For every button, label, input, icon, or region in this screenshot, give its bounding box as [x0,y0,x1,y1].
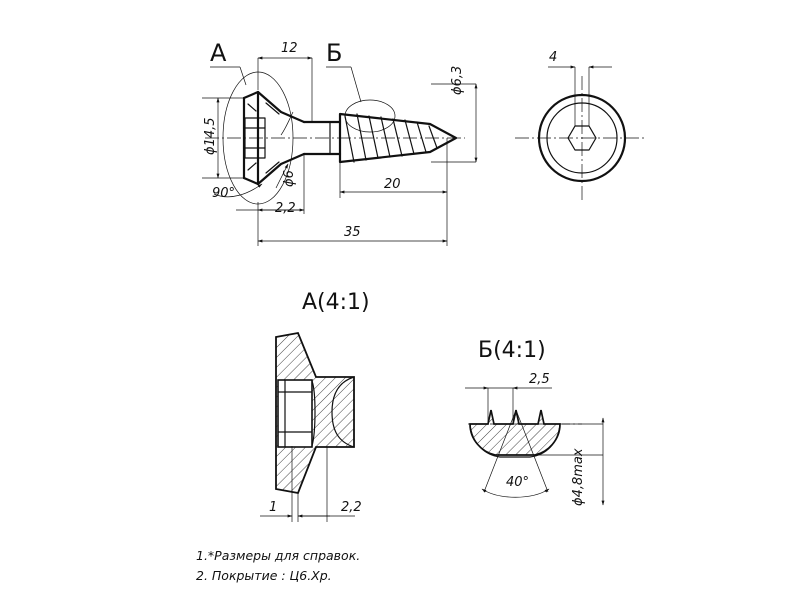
thread-crests [344,113,438,163]
main-screw-view [202,56,478,246]
detail-b-title: Б(4:1) [478,338,546,363]
callout-label-b: Б [326,39,342,67]
detail-b-outline [344,99,396,133]
detail-b-max-dia-dim: ϕ4,8max [571,448,586,506]
detail-a-title: А(4:1) [302,290,370,315]
end-view-width-dim: 4 [549,50,557,65]
thread-diameter-dim: ϕ6,3 [450,66,465,95]
main-head-gap-dim: 12 [281,41,298,56]
head-offset-dim: 2,2 [275,201,296,216]
note-line-2: 2. Покрытие : Ц6.Хр. [196,568,332,583]
head-diameter-dim: ϕ14,5 [203,117,218,155]
head-angle-dim: 90° [212,186,235,201]
end-view [515,65,645,202]
detail-b-pitch-dim: 2,5 [529,372,550,387]
detail-b-view [465,386,605,506]
detail-b-angle-dim: 40° [506,475,529,490]
detail-a-view [260,331,355,522]
detail-a-right-dim: 2,2 [341,500,362,515]
callout-label-a: А [210,39,227,67]
total-length-dim: 35 [344,225,361,240]
shank-diameter-dim: ϕ6 [282,170,297,187]
detail-a-left-dim: 1 [269,500,277,515]
thread-length-dim: 20 [384,177,401,192]
note-line-1: 1.*Размеры для справок. [196,548,360,563]
